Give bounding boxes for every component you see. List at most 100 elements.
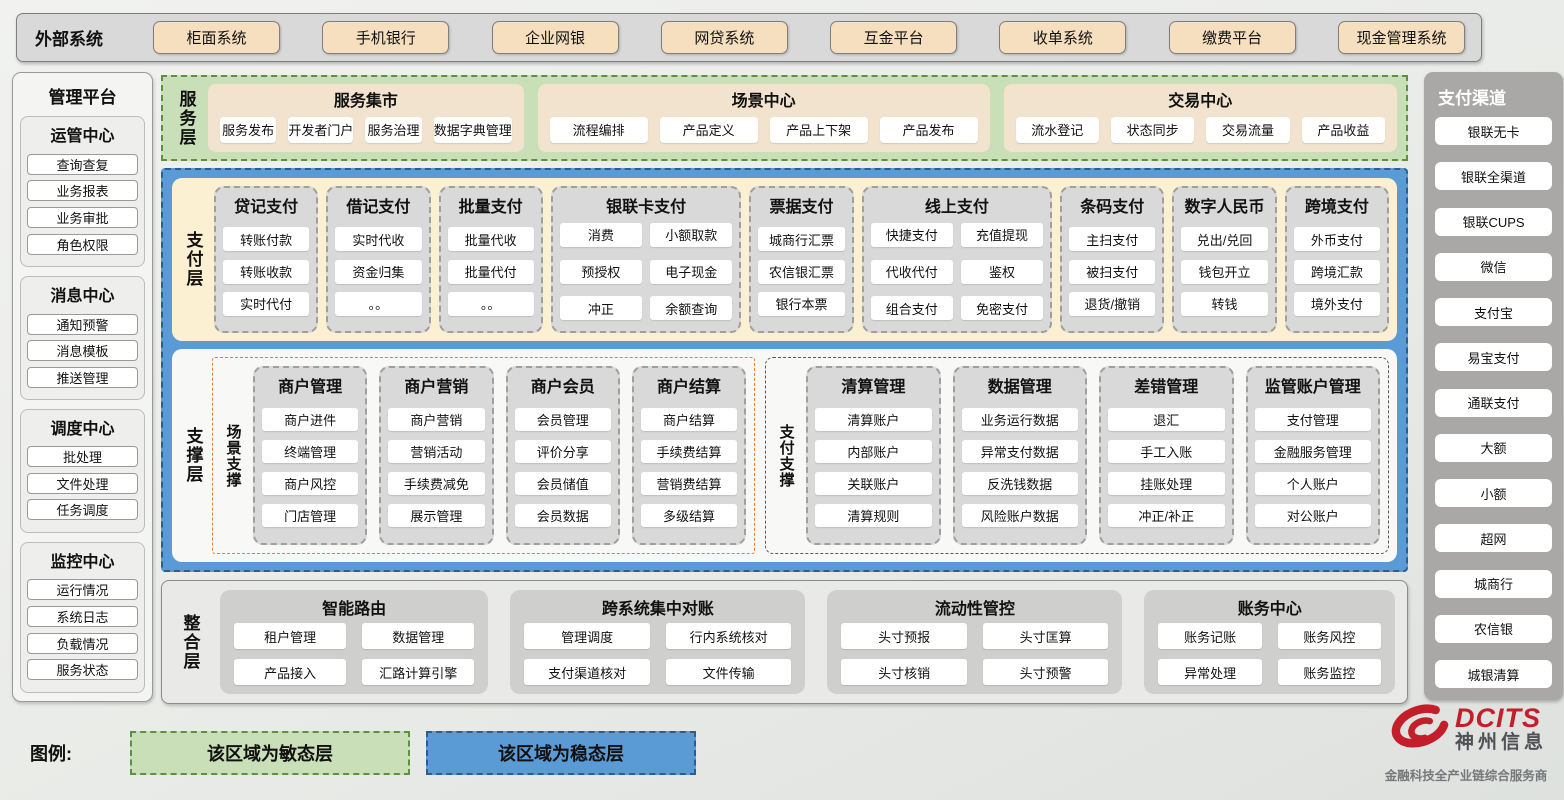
support-group: 场景支撑商户管理商户进件终端管理商户风控门店管理商户营销商户营销营销活动手续费减… [212, 357, 756, 554]
support-item: 清算规则 [815, 504, 932, 527]
payment-channel-item: 银联CUPS [1435, 207, 1552, 236]
payment-item: 银行本票 [758, 291, 845, 316]
management-item: 通知预警 [27, 313, 138, 335]
payment-item: 退货/撤销 [1069, 291, 1156, 316]
support-item: 手续费减免 [388, 472, 485, 495]
payment-column-title: 线上支付 [924, 199, 989, 216]
support-column-title: 差错管理 [1134, 379, 1199, 396]
support-column-title: 监管账户管理 [1264, 379, 1361, 396]
management-center-group: 运管中心查询查复业务报表业务审批角色权限 [20, 116, 145, 268]
integration-item: 行内系统核对 [665, 623, 792, 649]
support-column: 商户会员会员管理评价分享会员储值会员数据 [505, 366, 620, 545]
support-group-columns: 商户管理商户进件终端管理商户风控门店管理商户营销商户营销营销活动手续费减免展示管… [253, 366, 747, 545]
management-item: 系统日志 [27, 606, 138, 628]
payment-column: 批量支付批量代收批量代付。。 [438, 186, 543, 333]
service-item: 产品发布 [879, 116, 978, 143]
support-item: 个人账户 [1254, 472, 1371, 495]
payment-item: 兑出/兑回 [1181, 227, 1268, 252]
payment-layer-columns: 贷记支付转账付款转账收款实时代付借记支付实时代收资金归集。。批量支付批量代收批量… [214, 186, 1389, 333]
support-column-title: 商户营销 [404, 379, 469, 396]
dcits-company-name: 神州信息 [1454, 732, 1547, 754]
integration-item: 头寸核销 [841, 659, 967, 685]
integration-item: 账务记账 [1158, 623, 1262, 649]
integration-group: 账务中心账务记账账务风控异常处理账务监控 [1144, 590, 1395, 694]
payment-item: 余额查询 [650, 296, 733, 321]
service-item: 服务发布 [220, 116, 277, 143]
support-item: 商户风控 [262, 472, 359, 495]
payment-channel-item: 银联全渠道 [1435, 162, 1552, 191]
dcits-brand: DCITS [1454, 703, 1541, 734]
payment-channel-item: 城银清算 [1435, 660, 1552, 688]
payment-channels-title: 支付渠道 [1438, 89, 1506, 108]
external-systems-list: 柜面系统手机银行企业网银网贷系统互金平台收单系统缴费平台现金管理系统 [153, 21, 1465, 54]
management-platform-panel: 管理平台 运管中心查询查复业务报表业务审批角色权限消息中心通知预警消息模板推送管… [12, 72, 153, 702]
payment-item: 快捷支付 [870, 222, 953, 247]
support-item: 对公账户 [1254, 504, 1371, 527]
management-item: 消息模板 [27, 340, 138, 362]
management-group-title: 运管中心 [50, 128, 115, 145]
payment-column-items: 转账付款转账收款实时代付 [223, 219, 310, 324]
payment-column: 银联卡支付消费小额取款预授权电子现金冲正余额查询 [550, 186, 742, 333]
support-item: 异常支付数据 [961, 440, 1079, 463]
legend-label: 图例: [30, 744, 72, 764]
payment-column-items: 主扫支付被扫支付退货/撤销 [1069, 219, 1156, 324]
integration-group: 流动性管控头寸预报头寸匡算头寸核销头寸预警 [827, 590, 1123, 694]
dcits-tagline: 金融科技全产业链综合服务商 [1384, 769, 1548, 783]
payment-column-items: 批量代收批量代付。。 [447, 219, 534, 324]
integration-item: 汇路计算引擎 [362, 659, 475, 685]
support-group-columns: 清算管理清算账户内部账户关联账户清算规则数据管理业务运行数据异常支付数据反洗钱数… [806, 366, 1380, 545]
management-center-group: 监控中心运行情况系统日志负载情况服务状态 [20, 541, 145, 693]
external-system-item: 柜面系统 [153, 21, 280, 54]
payment-item: 消费 [559, 222, 643, 247]
payment-item: 组合支付 [870, 296, 953, 321]
integration-item: 管理调度 [524, 623, 650, 649]
support-column-title: 商户管理 [278, 379, 343, 396]
support-item: 终端管理 [262, 440, 359, 463]
support-column-items: 支付管理金融服务管理个人账户对公账户 [1254, 399, 1371, 536]
external-system-item: 现金管理系统 [1337, 21, 1465, 54]
legend-box: 该区域为敏态层 [130, 731, 410, 775]
payment-channel-item: 城商行 [1435, 569, 1552, 598]
payment-column-title: 票据支付 [769, 199, 834, 216]
support-column-title: 清算管理 [841, 379, 906, 396]
service-group-items: 流程编排产品定义产品上下架产品发布 [549, 115, 978, 144]
service-layer-label: 服务层 [176, 89, 196, 147]
support-item: 商户结算 [640, 408, 738, 431]
integration-item: 异常处理 [1158, 659, 1262, 685]
support-layer: 支撑层 场景支撑商户管理商户进件终端管理商户风控门店管理商户营销商户营销营销活动… [172, 349, 1397, 562]
support-item: 关联账户 [815, 472, 932, 495]
support-column-items: 清算账户内部账户关联账户清算规则 [815, 399, 932, 536]
payment-item: 主扫支付 [1069, 227, 1156, 252]
support-column-title: 数据管理 [987, 379, 1052, 396]
payment-column-title: 批量支付 [458, 199, 523, 216]
management-item: 任务调度 [27, 499, 138, 521]
payment-column: 贷记支付转账付款转账收款实时代付 [214, 186, 319, 333]
payment-column-items: 城商行汇票农信银汇票银行本票 [758, 219, 845, 324]
service-item: 流程编排 [549, 116, 648, 143]
payment-column-items: 兑出/兑回钱包开立转钱 [1181, 219, 1268, 324]
payment-item: 资金归集 [335, 259, 422, 284]
service-item: 开发者门户 [288, 116, 354, 143]
payment-channel-item: 大额 [1435, 433, 1552, 462]
payment-item: 。。 [447, 291, 534, 316]
support-column-items: 商户结算手续费结算营销费结算多级结算 [640, 399, 738, 536]
integration-group-items: 管理调度行内系统核对支付渠道核对文件传输 [524, 623, 792, 685]
payment-column: 跨境支付外币支付跨境汇款境外支付 [1284, 186, 1389, 333]
dcits-swirl-icon [1391, 704, 1449, 748]
support-column: 数据管理业务运行数据异常支付数据反洗钱数据风险账户数据 [952, 366, 1088, 545]
integration-group: 智能路由租户管理数据管理产品接入汇路计算引擎 [220, 590, 489, 694]
support-item: 冲正/补正 [1108, 504, 1225, 527]
payment-item: 预授权 [559, 259, 643, 284]
management-item: 推送管理 [27, 366, 138, 388]
stable-layer-container: 支付层 贷记支付转账付款转账收款实时代付借记支付实时代收资金归集。。批量支付批量… [161, 168, 1408, 572]
support-item: 退汇 [1108, 408, 1225, 431]
support-group-label: 支付支撑 [777, 423, 795, 488]
payment-channel-item: 支付宝 [1435, 298, 1552, 326]
service-layer: 服务层 服务集市服务发布开发者门户服务治理数据字典管理场景中心流程编排产品定义产… [161, 75, 1408, 161]
payment-item: 鉴权 [960, 259, 1044, 284]
integration-layer: 整合层 智能路由租户管理数据管理产品接入汇路计算引擎跨系统集中对账管理调度行内系… [161, 580, 1408, 704]
support-item: 多级结算 [640, 504, 738, 527]
service-group-title: 交易中心 [1168, 93, 1233, 110]
payment-item: 城商行汇票 [758, 227, 845, 252]
